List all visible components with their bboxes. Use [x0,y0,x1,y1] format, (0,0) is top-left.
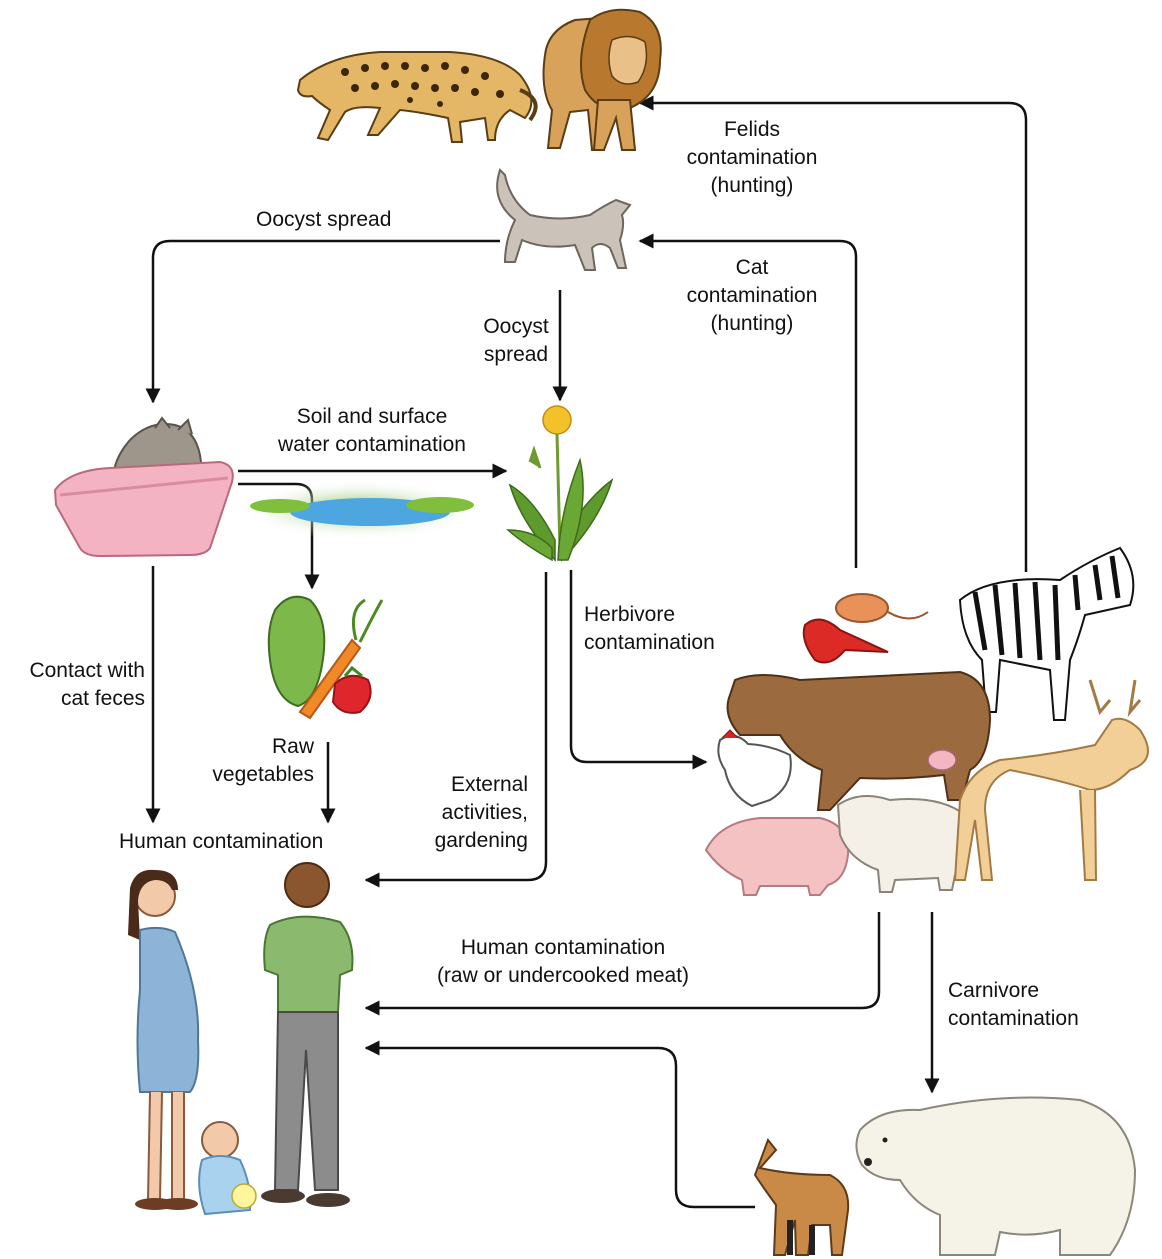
fox-icon [755,1140,848,1255]
herbivore-contamination-label: Herbivore contamination [584,601,715,657]
vegetables-icon [269,597,382,718]
label-line: Cat [662,254,842,282]
label-line: contamination [584,629,715,657]
oocyst-spread-label-left: Oocyst spread [256,206,391,234]
jaguar-icon [298,52,536,142]
oocyst-spread-label-down: Oocyst spread [466,313,566,369]
label-line: gardening [400,827,528,855]
arrow-herbivore [571,570,706,762]
label-line: Herbivore [584,601,715,629]
label-line: contamination [662,282,842,310]
label-line: spread [466,341,566,369]
cat-icon [497,170,630,270]
dandelion-icon [508,406,612,560]
herbivores-icon [706,548,1148,895]
label-line: Human contamination [119,828,323,856]
soil-water-contamination-label: Soil and surface water contamination [262,403,482,459]
label-line: (hunting) [662,310,842,338]
label-line: Human contamination [408,934,718,962]
litter-box-cat-icon [55,418,233,556]
label-line: cat feces [0,685,145,713]
human-meat-contamination-label: Human contamination (raw or undercooked … [408,934,718,990]
carnivore-contamination-label: Carnivore contamination [948,977,1079,1033]
label-line: External [400,771,528,799]
lion-icon [544,10,661,150]
raw-vegetables-label: Raw vegetables [190,733,314,789]
pond-icon [240,480,480,540]
label-line: Oocyst spread [256,206,391,234]
label-line: Oocyst [466,313,566,341]
arrow-oocyst-spread-litter [153,241,500,402]
label-line: contamination [948,1005,1079,1033]
label-line: water contamination [262,431,482,459]
felids-contamination-label: Felids contamination (hunting) [662,116,842,200]
humans-icon [128,863,353,1214]
external-activities-label: External activities, gardening [400,771,528,855]
label-line: Contact with [0,657,145,685]
contact-cat-feces-label: Contact with cat feces [0,657,145,713]
label-line: activities, [400,799,528,827]
label-line: vegetables [190,761,314,789]
label-line: (hunting) [662,172,842,200]
cat-contamination-label: Cat contamination (hunting) [662,254,842,338]
label-line: Felids [662,116,842,144]
label-line: Carnivore [948,977,1079,1005]
polar-bear-icon [856,1098,1135,1255]
human-contamination-title: Human contamination [119,828,323,856]
label-line: contamination [662,144,842,172]
arrow-fox-human [366,1048,755,1207]
label-line: Soil and surface [262,403,482,431]
label-line: Raw [190,733,314,761]
label-line: (raw or undercooked meat) [408,962,718,990]
